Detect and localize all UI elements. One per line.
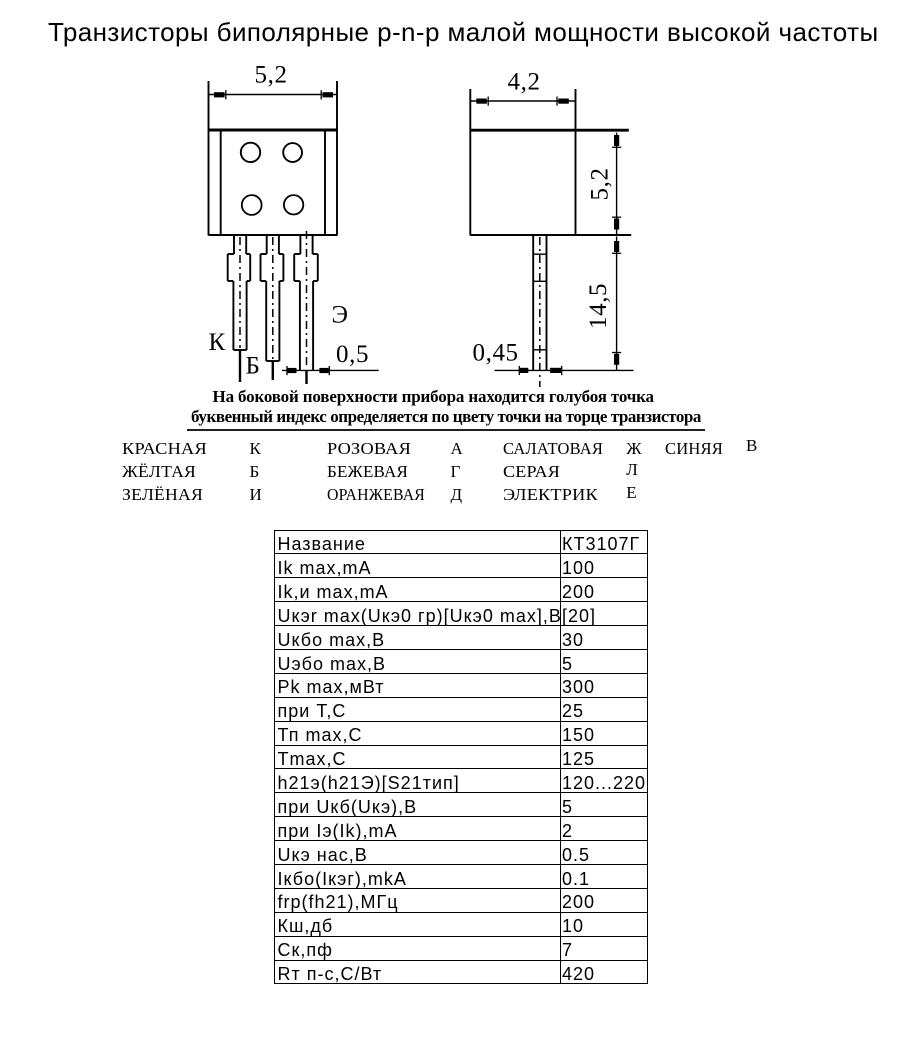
svg-text:5,2: 5,2 bbox=[255, 62, 288, 89]
svg-text:4,2: 4,2 bbox=[508, 69, 541, 96]
svg-text:Б: Б bbox=[246, 353, 261, 380]
svg-text:14,5: 14,5 bbox=[585, 283, 612, 329]
svg-text:0,5: 0,5 bbox=[336, 341, 369, 368]
svg-text:Э: Э bbox=[332, 302, 349, 329]
svg-text:0,45: 0,45 bbox=[473, 340, 519, 367]
svg-text:5,2: 5,2 bbox=[587, 167, 614, 200]
svg-text:К: К bbox=[209, 329, 226, 356]
